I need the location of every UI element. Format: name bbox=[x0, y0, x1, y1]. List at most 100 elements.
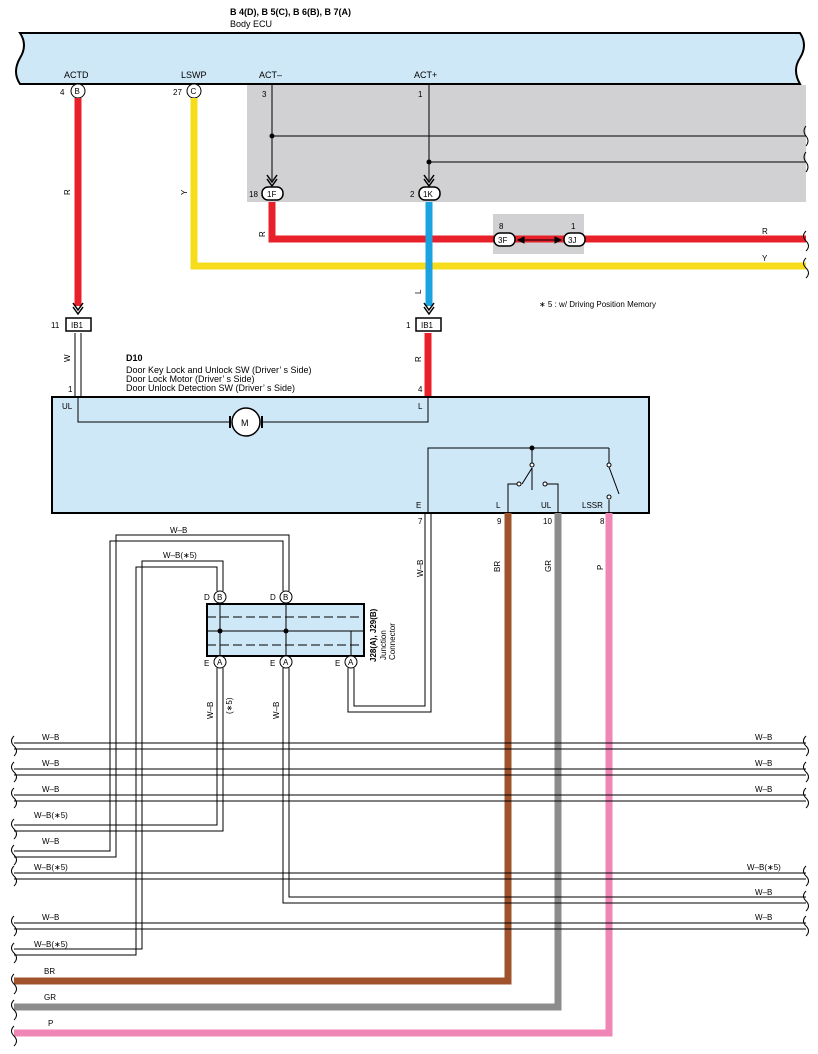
ib1-arrows bbox=[72, 302, 435, 316]
jc-name-1: Junction bbox=[379, 630, 388, 660]
shaded-area-option bbox=[247, 85, 806, 202]
wire-color-br: BR bbox=[493, 561, 502, 572]
connector-arrows bbox=[266, 174, 435, 188]
bus-label-right: W–B bbox=[755, 759, 772, 768]
wire-color-l: L bbox=[414, 289, 423, 294]
door-pin-e: 7 bbox=[418, 517, 423, 526]
pin-act-minus: 3 bbox=[262, 90, 267, 99]
door-pin-ul-top: 1 bbox=[68, 385, 73, 394]
bus-label-left: GR bbox=[44, 993, 56, 1002]
bus-label-right: W–B(∗5) bbox=[747, 863, 781, 872]
option-circuit-lines bbox=[271, 85, 806, 180]
bus-label-left: W–B(∗5) bbox=[34, 940, 68, 949]
door-pin-lssr: 8 bbox=[600, 517, 605, 526]
door-terminal-l: L bbox=[418, 402, 423, 411]
junction-3j-pin: 1 bbox=[571, 222, 576, 231]
jc-bottom-pin-2: E bbox=[270, 659, 275, 668]
junction-1f bbox=[261, 186, 284, 201]
ecu-connector-ids: B 4(D), B 5(C), B 6(B), B 7(A) bbox=[230, 7, 351, 17]
lower-colored-wires bbox=[14, 513, 613, 1037]
junction-1k-pin: 2 bbox=[410, 190, 415, 199]
door-id: D10 bbox=[126, 353, 143, 363]
connector-mating-arrow bbox=[516, 236, 563, 244]
door-desc-3: Door Unlock Detection SW (Driver’ s Side… bbox=[126, 383, 295, 393]
wire-color-r: R bbox=[63, 189, 72, 195]
jc-name-2: Connector bbox=[388, 623, 397, 660]
jc-top-conn-1-letter: B bbox=[217, 593, 222, 602]
jc-top-conn-1 bbox=[213, 590, 227, 604]
door-terminal-lssr: LSSR bbox=[582, 501, 603, 510]
junction-splice bbox=[283, 628, 289, 634]
ground-wire-e bbox=[347, 513, 432, 713]
bus-label-left: BR bbox=[44, 967, 55, 976]
junction-ib1-left bbox=[65, 317, 92, 332]
junction-splice bbox=[217, 628, 223, 634]
switch-circuit bbox=[427, 447, 620, 513]
bus-label-left: W–B bbox=[42, 733, 59, 742]
wire-color-r-right: R bbox=[762, 227, 768, 236]
wire-color-p: P bbox=[596, 565, 605, 570]
wb-wires-upper bbox=[14, 534, 290, 956]
colored-wires bbox=[74, 98, 806, 396]
door-pin-ul: 10 bbox=[543, 517, 552, 526]
ecu-terminal-actd: ACTD bbox=[64, 70, 89, 80]
wire-color-y: Y bbox=[180, 189, 189, 195]
switch-contact bbox=[529, 462, 535, 468]
white-wire bbox=[74, 333, 82, 396]
jc-bottom-conn-1-letter: A bbox=[217, 658, 223, 667]
jc-id: J28(A), J29(B) bbox=[369, 608, 378, 662]
jc-bottom-conn-3 bbox=[344, 655, 358, 669]
ecu-terminal-lswp: LSWP bbox=[181, 70, 207, 80]
bus-label-left: P bbox=[48, 1019, 53, 1028]
door-desc-2: Door Lock Motor (Driver’ s Side) bbox=[126, 374, 255, 384]
wire-color-y-right: Y bbox=[762, 254, 768, 263]
wire-label-wb-top: W–B bbox=[170, 526, 187, 535]
bus-break-marks bbox=[11, 230, 809, 1047]
jc-top-pin-2: D bbox=[270, 593, 276, 602]
bus-label-left: W–B bbox=[42, 759, 59, 768]
jc-top-conn-2 bbox=[279, 590, 293, 604]
wire-color-w: W bbox=[63, 354, 72, 362]
ground-bus-lines bbox=[14, 742, 806, 930]
motor-icon bbox=[231, 407, 261, 437]
wire-label-wb-down-2: W–B bbox=[272, 702, 281, 719]
junction-3j bbox=[563, 232, 586, 247]
jc-bottom-conn-2 bbox=[279, 655, 293, 669]
door-terminal-l2: L bbox=[496, 501, 501, 510]
switch-contact bbox=[606, 462, 612, 468]
door-desc-1: Door Key Lock and Unlock SW (Driver’ s S… bbox=[126, 365, 312, 375]
pin-act-plus: 1 bbox=[418, 90, 423, 99]
ecu-terminal-act-plus: ACT+ bbox=[414, 70, 437, 80]
bus-label-right: W–B bbox=[755, 733, 772, 742]
jc-bottom-pin-3: E bbox=[335, 659, 340, 668]
pin-actd: 4 bbox=[60, 88, 65, 97]
door-pin-l: 9 bbox=[497, 517, 502, 526]
door-terminal-ul: UL bbox=[62, 402, 73, 411]
switch-contact bbox=[542, 481, 548, 487]
splice-dot bbox=[269, 133, 275, 139]
jc-bottom-conn-2-letter: A bbox=[283, 658, 289, 667]
ecu-terminal-act-minus: ACT– bbox=[259, 70, 282, 80]
bus-label-right: W–B bbox=[755, 888, 772, 897]
bus-label-left: W–B bbox=[42, 913, 59, 922]
jc-bottom-conn-3-letter: A bbox=[348, 658, 354, 667]
wire-label-star5: (∗5) bbox=[225, 697, 234, 714]
junction-ib1-right-label: IB1 bbox=[421, 321, 434, 330]
jc-top-pin-1: D bbox=[204, 593, 210, 602]
bus-label-right: W–B bbox=[755, 913, 772, 922]
switch-contact bbox=[516, 481, 522, 487]
splice-dot bbox=[426, 159, 432, 165]
jc-bottom-conn-1 bbox=[213, 655, 227, 669]
door-terminal-e: E bbox=[416, 501, 421, 510]
wb-wires-lower bbox=[14, 668, 806, 904]
junction-3f-pin: 8 bbox=[499, 222, 504, 231]
junction-1f-pin: 18 bbox=[249, 190, 258, 199]
door-terminal-ul2: UL bbox=[541, 501, 552, 510]
bus-label-left: W–B(∗5) bbox=[34, 863, 68, 872]
bus-label-left: W–B bbox=[42, 837, 59, 846]
option-note: ∗ 5 : w/ Driving Position Memory bbox=[539, 300, 656, 309]
wire-color-gr: GR bbox=[544, 560, 553, 572]
junction-ib1-right-pin: 1 bbox=[406, 321, 411, 330]
junction-1k bbox=[418, 186, 441, 201]
door-lock-assembly bbox=[51, 396, 650, 514]
